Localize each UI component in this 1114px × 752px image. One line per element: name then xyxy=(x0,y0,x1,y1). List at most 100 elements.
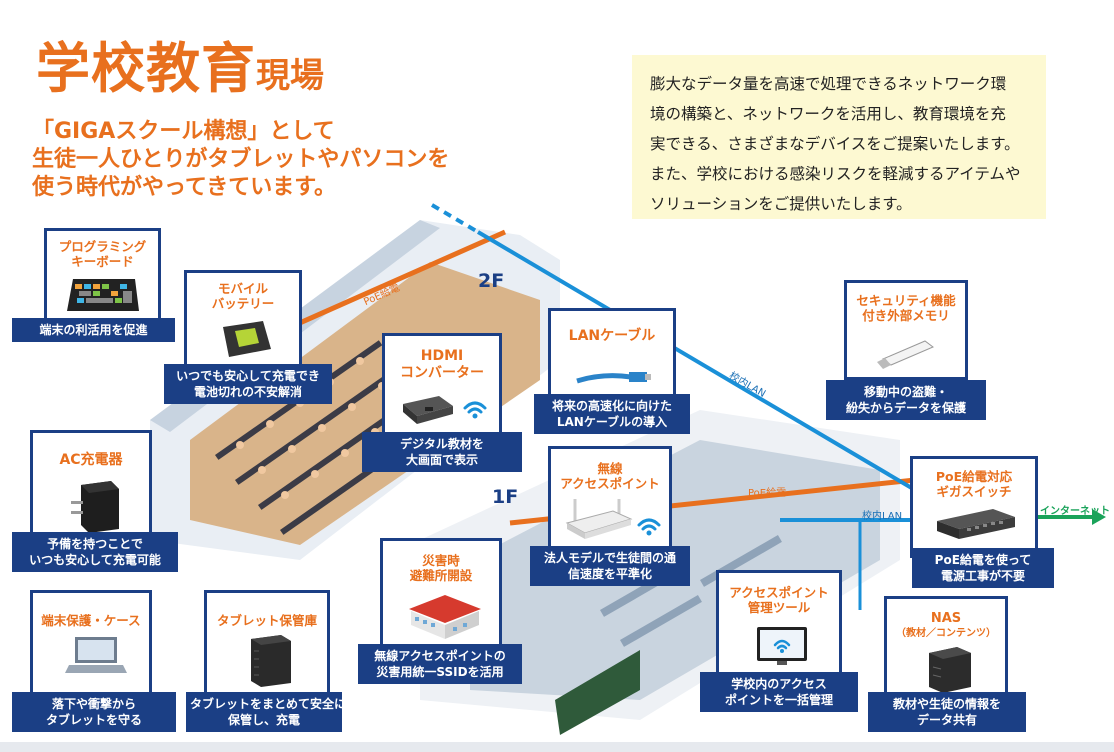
access-point-icon xyxy=(565,499,661,539)
ac-charger-icon xyxy=(71,481,119,533)
lan-line-2f xyxy=(476,230,917,492)
card-ap-management: アクセスポイント 管理ツール xyxy=(716,570,842,680)
caption-line: PoE給電を使って xyxy=(934,553,1032,567)
blackboard xyxy=(555,650,640,735)
card-mobile-battery: モバイル バッテリー xyxy=(184,270,302,378)
card-title-line: モバイル xyxy=(217,281,268,296)
card-title-line: NAS xyxy=(930,611,962,626)
nas-icon xyxy=(929,647,971,693)
management-tool-icon xyxy=(757,627,807,665)
card-caption-hdmi: デジタル教材を 大画面で表示 xyxy=(362,432,522,472)
card-title: プログラミング キーボード xyxy=(47,239,158,269)
floor-1f-label: 1F xyxy=(492,486,519,508)
card-title-line: AC充電器 xyxy=(59,452,123,468)
card-title-line: タブレット保管庫 xyxy=(216,613,317,628)
lan-line-dashed xyxy=(430,203,480,234)
card-title: 端末保護・ケース xyxy=(33,613,149,628)
description-line: 実できる、さまざまなデバイスをご提案いたします。 xyxy=(650,135,1020,153)
card-title-line: 無線 xyxy=(597,461,623,476)
lead-text: 「GIGAスクール構想」として 生徒一人ひとりがタブレットやパソコンを 使う時代… xyxy=(32,118,449,202)
battery-icon xyxy=(223,321,271,357)
caption-line: 学校内のアクセス xyxy=(731,677,827,691)
card-title: アクセスポイント 管理ツール xyxy=(719,585,839,615)
hdmi-converter-icon xyxy=(403,396,487,424)
description-line: 膨大なデータ量を高速で処理できるネットワーク環 xyxy=(650,75,1007,93)
card-title-line: 避難所開設 xyxy=(409,568,473,583)
caption-line: タブレットをまとめて安全に xyxy=(190,697,347,711)
card-access-point: 無線 アクセスポイント xyxy=(548,446,672,558)
card-title: セキュリティ機能 付き外部メモリ xyxy=(847,293,965,323)
lead-line: 生徒一人ひとりがタブレットやパソコンを xyxy=(32,147,450,172)
caption-line: デジタル教材を xyxy=(400,437,484,451)
card-title: AC充電器 xyxy=(33,453,149,468)
card-title-line: PoE給電対応 xyxy=(935,469,1013,484)
poe-label-1f: PoE給電 xyxy=(748,488,787,499)
caption-line: 保管し、充電 xyxy=(227,713,300,727)
card-poe-switch: PoE給電対応 ギガスイッチ xyxy=(910,456,1038,558)
card-lan-cable: LANケーブル xyxy=(548,308,676,404)
caption-line: いつでも安心して充電でき xyxy=(176,369,320,383)
card-device-case: 端末保護・ケース xyxy=(30,590,152,702)
floor-2f-label: 2F xyxy=(478,270,505,292)
caption-line: 無線アクセスポイントの xyxy=(374,649,506,663)
card-hdmi-converter: HDMI コンバーター xyxy=(382,333,502,441)
card-title: モバイル バッテリー xyxy=(187,281,299,311)
card-title-line: （教材／コンテンツ） xyxy=(896,628,996,639)
card-caption-access-point: 法人モデルで生徒間の通 信速度を平準化 xyxy=(530,546,690,586)
caption-line: LANケーブルの導入 xyxy=(556,415,668,429)
card-title: 災害時 避難所開設 xyxy=(383,553,499,583)
card-title-line: 付き外部メモリ xyxy=(862,308,950,323)
card-ac-charger: AC充電器 xyxy=(30,430,152,542)
card-title-line: セキュリティ機能 xyxy=(856,293,956,308)
card-caption-keyboard: 端末の利活用を促進 xyxy=(12,318,175,342)
lead-line: 「GIGAスクール構想」として xyxy=(32,119,335,144)
usb-memory-icon xyxy=(877,340,934,369)
caption-line: ポイントを一括管理 xyxy=(724,693,833,707)
tablet-storage-icon xyxy=(251,635,291,687)
card-title-line: プログラミング xyxy=(58,239,147,254)
caption-line: 端末の利活用を促進 xyxy=(39,323,148,337)
card-title: PoE給電対応 ギガスイッチ xyxy=(913,469,1035,499)
caption-line: いつも安心して充電可能 xyxy=(29,553,161,567)
card-title-line: 管理ツール xyxy=(747,600,811,615)
card-title-line: ギガスイッチ xyxy=(936,484,1012,499)
card-title: HDMI コンバーター xyxy=(385,348,499,382)
title-sub: 現場 xyxy=(256,56,324,96)
caption-line: 紛失からデータを保護 xyxy=(845,401,966,415)
caption-line: データ共有 xyxy=(916,713,977,727)
ground xyxy=(0,742,1114,752)
card-caption-nas: 教材や生徒の情報を データ共有 xyxy=(868,692,1026,732)
description-line: 境の構築と、ネットワークを活用し、教育環境を充 xyxy=(650,105,1006,123)
card-title-line: キーボード xyxy=(71,254,134,269)
card-title: 無線 アクセスポイント xyxy=(551,461,669,491)
caption-line: 将来の高速化に向けた xyxy=(551,399,672,413)
card-caption-battery: いつでも安心して充電でき 電池切れの不安解消 xyxy=(164,364,332,404)
lan-cable-icon xyxy=(576,372,651,384)
card-title-line: HDMI xyxy=(420,348,464,364)
caption-line: 大画面で表示 xyxy=(405,453,478,467)
caption-line: 電源工事が不要 xyxy=(940,569,1025,583)
description-box: 膨大なデータ量を高速で処理できるネットワーク環 境の構築と、ネットワークを活用し… xyxy=(632,55,1046,219)
wifi-icon xyxy=(637,518,661,531)
caption-line: タブレットを守る xyxy=(45,713,142,727)
caption-line: 法人モデルで生徒間の通 xyxy=(543,551,676,565)
card-usb-memory: セキュリティ機能 付き外部メモリ xyxy=(844,280,968,380)
card-caption-lan-cable: 将来の高速化に向けた LANケーブルの導入 xyxy=(534,394,690,434)
title-main: 学校教育 xyxy=(36,37,256,100)
card-caption-ap-management: 学校内のアクセス ポイントを一括管理 xyxy=(700,672,858,712)
caption-line: 電池切れの不安解消 xyxy=(193,385,302,399)
card-title: NAS （教材／コンテンツ） xyxy=(887,611,1005,641)
page-title: 学校教育現場 xyxy=(36,24,324,103)
card-title: LANケーブル xyxy=(551,329,673,344)
internet-arrow-icon xyxy=(1092,509,1106,525)
internet-label: インターネット xyxy=(1040,506,1110,517)
card-title-line: 災害時 xyxy=(422,553,460,568)
card-caption-storage: タブレットをまとめて安全に 保管し、充電 xyxy=(186,692,347,732)
card-title-line: アクセスポイント xyxy=(729,585,829,600)
description-line: ソリューションをご提供いたします。 xyxy=(650,195,912,213)
card-caption-ac-charger: 予備を持つことで いつも安心して充電可能 xyxy=(12,532,178,572)
wifi-icon xyxy=(463,401,487,414)
caption-line: 信速度を平準化 xyxy=(567,567,652,581)
card-title-line: 端末保護・ケース xyxy=(41,613,141,628)
school-building-icon xyxy=(409,595,481,639)
